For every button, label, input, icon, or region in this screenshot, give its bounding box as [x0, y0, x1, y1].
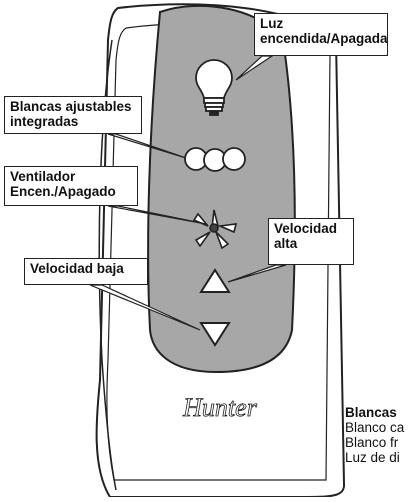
- callout-high-speed-label: Velocidad alta: [274, 221, 338, 251]
- callout-adjustable-whites: Blancas ajustables integradas: [4, 96, 142, 134]
- three-circles-icon[interactable]: [184, 147, 246, 172]
- up-triangle-icon[interactable]: [199, 268, 231, 293]
- callout-high-speed: Velocidad alta: [268, 218, 354, 265]
- callout-whites-label: Blancas ajustables integradas: [10, 99, 132, 129]
- callout-low-speed-label: Velocidad baja: [30, 261, 124, 276]
- fan-blades-icon[interactable]: [192, 209, 238, 250]
- callout-low-speed: Velocidad baja: [24, 258, 148, 285]
- callout-pointers: [89, 55, 287, 331]
- down-triangle-icon[interactable]: [199, 322, 231, 347]
- legend-line: Blanco fr: [345, 435, 399, 450]
- callout-light-toggle: Luz encendida/Apagada: [254, 13, 388, 56]
- whites-legend: Blancas Blanco ca Blanco fr Luz de di: [345, 405, 416, 497]
- legend-line: Blanco ca: [345, 420, 405, 435]
- legend-line: Luz de di: [345, 450, 400, 465]
- legend-title: Blancas: [345, 405, 397, 420]
- callout-light-label: Luz encendida/Apagada: [260, 16, 388, 46]
- callout-fan-label: Ventilador Encen./Apagado: [10, 169, 116, 199]
- callout-fan-toggle: Ventilador Encen./Apagado: [4, 166, 138, 206]
- lightbulb-icon[interactable]: [195, 59, 233, 116]
- brand-logo: Hunter: [182, 393, 258, 422]
